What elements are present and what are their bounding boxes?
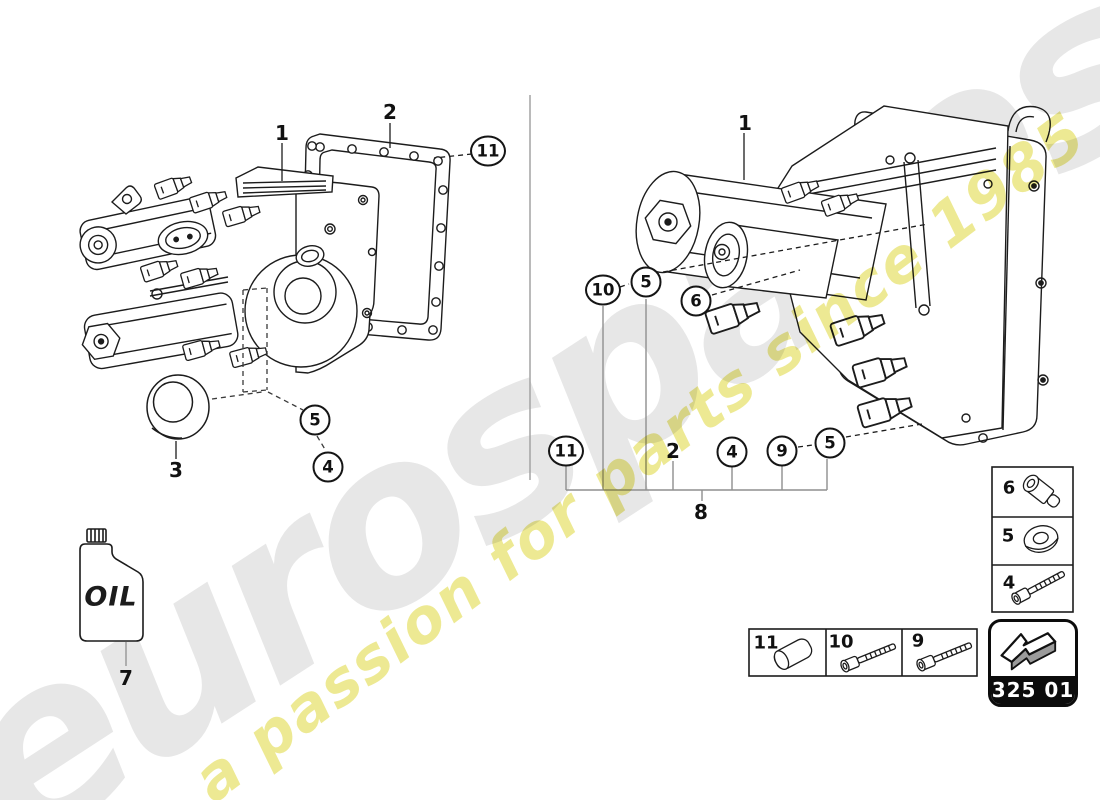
callout-6-right[interactable]: 6 — [680, 285, 712, 317]
dowel-pin-icon — [773, 638, 813, 671]
seal-ring-drawing — [146, 374, 210, 440]
left-unit-drawing — [79, 166, 380, 374]
callout-2-right[interactable]: 2 — [666, 439, 680, 463]
legend-item-9[interactable]: 9 — [911, 630, 925, 652]
legend-item-4[interactable]: 4 — [1002, 572, 1016, 594]
callout-11-right[interactable]: 11 — [548, 435, 584, 467]
left-leader-lines — [125, 123, 473, 666]
callout-5-top-right[interactable]: 5 — [630, 266, 662, 298]
socket-plug-icon — [1022, 474, 1061, 508]
callout-8-group[interactable]: 8 — [694, 500, 708, 524]
washer-icon — [1023, 525, 1059, 553]
callout-11-left[interactable]: 11 — [470, 135, 506, 167]
group-bracket — [565, 299, 828, 501]
legend-item-11[interactable]: 11 — [753, 632, 779, 654]
legend-item-6[interactable]: 6 — [1002, 477, 1016, 499]
callout-7-oil[interactable]: 7 — [119, 666, 133, 690]
callout-3-left[interactable]: 3 — [169, 458, 183, 482]
callout-9-right[interactable]: 9 — [766, 435, 798, 467]
oil-bottle-drawing — [79, 528, 144, 642]
callout-1-right[interactable]: 1 — [738, 111, 752, 135]
callout-10-right[interactable]: 10 — [585, 274, 621, 306]
legend-item-5[interactable]: 5 — [1001, 525, 1015, 547]
callout-1-left[interactable]: 1 — [275, 121, 289, 145]
legend-item-10[interactable]: 10 — [828, 631, 854, 653]
part-code-tile[interactable]: 325 01 — [988, 619, 1078, 707]
callout-4-left[interactable]: 4 — [312, 451, 344, 483]
diagram-arrow-icon — [991, 622, 1075, 676]
right-unit-drawing — [635, 105, 1051, 446]
callout-5-side-right[interactable]: 5 — [814, 427, 846, 459]
callout-4-right[interactable]: 4 — [716, 436, 748, 468]
callout-5-left[interactable]: 5 — [299, 404, 331, 436]
part-code: 325 01 — [991, 676, 1075, 704]
callout-2-left[interactable]: 2 — [383, 100, 397, 124]
legend-grid — [748, 466, 1074, 677]
oil-bottle-label: OIL — [84, 581, 138, 613]
right-leader-lines — [619, 133, 929, 448]
